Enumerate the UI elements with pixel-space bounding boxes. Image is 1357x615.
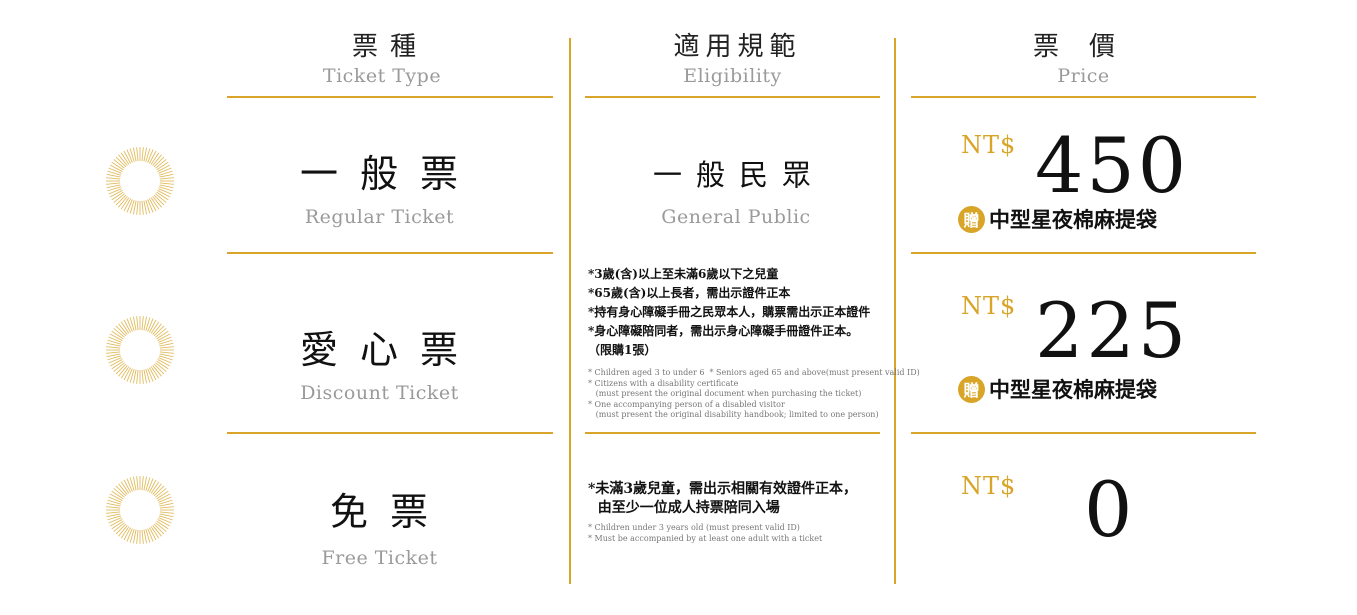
ticket-name-en: Discount Ticket <box>300 382 459 404</box>
column-divider-right <box>894 38 896 584</box>
eligibility-text-zh: 一般民眾 <box>652 158 825 192</box>
sunburst-icon <box>106 316 174 384</box>
price-amount: 0 <box>1084 465 1136 554</box>
eligibility-rules: *3歲(含)以上至未滿6歲以下之兒童 *65歲(含)以上長者，需出示證件正本 *… <box>588 265 920 421</box>
price-amount: 450 <box>1035 121 1190 210</box>
gift-info: 贈 中型星夜棉麻提袋 <box>958 374 1157 404</box>
header-eligibility-zh: 適用規範 <box>673 32 802 62</box>
header-eligibility-en: Eligibility <box>683 65 782 87</box>
sunburst-icon <box>106 147 174 215</box>
currency-label: NT$ <box>961 472 1017 500</box>
rule-line: *持有身心障礙手冊之民眾本人，購票需出示正本證件 <box>588 305 871 319</box>
header-type-en: Ticket Type <box>322 65 442 87</box>
rule-line-en: * Children aged 3 to under 6 * Seniors a… <box>588 368 920 377</box>
divider-row1-price <box>911 252 1256 254</box>
header-price-zh: 票價 <box>1032 32 1145 62</box>
rule-line: *3歲(含)以上至未滿6歲以下之兒童 <box>588 267 779 281</box>
rule-line: （限購1張） <box>588 343 657 357</box>
divider-header-eligibility <box>585 96 880 98</box>
divider-row1-type <box>227 252 553 254</box>
rule-line: *未滿3歲兒童，需出示相關有效證件正本， <box>588 481 858 497</box>
rule-line-en: (must present the original document when… <box>588 389 862 398</box>
gift-label: 中型星夜棉麻提袋 <box>989 207 1157 232</box>
rule-line-en: (must present the original disability ha… <box>588 410 879 419</box>
eligibility-text-en: General Public <box>661 206 811 228</box>
ticket-name-en: Free Ticket <box>321 547 438 569</box>
price-amount: 225 <box>1035 286 1190 375</box>
rule-line-en: * Children under 3 years old (must prese… <box>588 523 800 532</box>
rule-line: *65歲(含)以上長者，需出示證件正本 <box>588 286 791 300</box>
rule-line: *身心障礙陪同者，需出示身心障礙手冊證件正本。 <box>588 324 859 338</box>
divider-header-type <box>227 96 553 98</box>
gift-info: 贈 中型星夜棉麻提袋 <box>958 204 1157 234</box>
rule-line-en: * One accompanying person of a disabled … <box>588 399 785 409</box>
column-divider-left <box>569 38 571 584</box>
rule-line-en: * Citizens with a disability certificate <box>588 378 739 388</box>
currency-label: NT$ <box>961 131 1017 159</box>
ticket-name-en: Regular Ticket <box>304 206 455 228</box>
gift-badge-icon: 贈 <box>958 375 985 403</box>
header-type-zh: 票種 <box>351 32 428 62</box>
header-price-en: Price <box>1057 65 1110 87</box>
ticket-name-zh: 免票 <box>329 490 450 534</box>
gift-label: 中型星夜棉麻提袋 <box>989 377 1157 402</box>
ticket-name-zh: 一般票 <box>299 152 480 196</box>
divider-row2-eligibility <box>585 432 880 434</box>
currency-label: NT$ <box>961 292 1017 320</box>
ticket-name-zh: 愛心票 <box>299 328 480 372</box>
divider-header-price <box>911 96 1256 98</box>
eligibility-rules: *未滿3歲兒童，需出示相關有效證件正本， 由至少一位成人持票陪同入場 * Chi… <box>588 480 888 544</box>
rule-line-en: * Must be accompanied by at least one ad… <box>588 533 823 543</box>
rule-line: 由至少一位成人持票陪同入場 <box>588 500 780 516</box>
divider-row2-price <box>911 432 1256 434</box>
gift-badge-icon: 贈 <box>958 205 985 233</box>
divider-row2-type <box>227 432 553 434</box>
sunburst-icon <box>106 476 174 544</box>
